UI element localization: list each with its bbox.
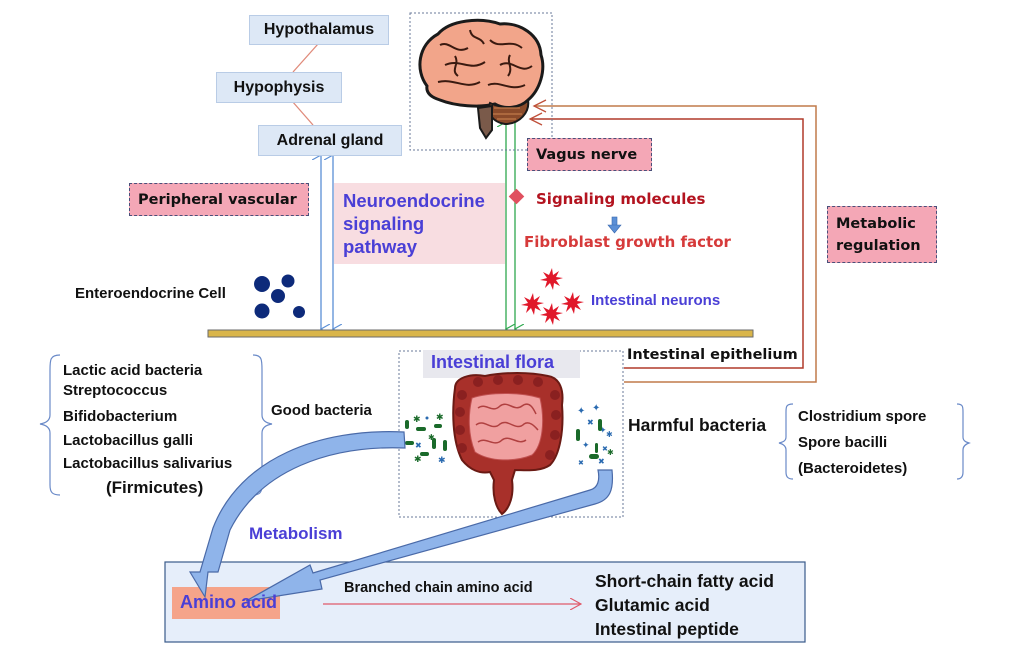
svg-text:✱: ✱: [606, 430, 613, 439]
svg-text:✦: ✦: [582, 440, 590, 450]
metabolic-arrowhead-outer: [532, 99, 547, 113]
fibroblast-growth-factor-label: Fibroblast growth factor: [524, 233, 731, 251]
branched-chain-label: Branched chain amino acid: [344, 580, 533, 596]
intestinal-flora-label: Intestinal flora: [431, 352, 555, 372]
neuroendocrine-panel: [334, 183, 505, 264]
good-bacteria-list: Lactic acid bacteria Streptococcus Bifid…: [63, 361, 232, 499]
brain-icon: [418, 18, 545, 140]
neuroendocrine-line-2: signaling: [343, 213, 425, 234]
harmful-bacteria-label: Harmful bacteria: [628, 415, 767, 435]
svg-text:✖: ✖: [587, 418, 594, 427]
good-bacteria-icon: ✱ ✱ ✱ ✱ ✖ ✱: [405, 412, 447, 465]
svg-text:✦: ✦: [592, 403, 600, 414]
metabolic-loop-inner: [530, 118, 804, 369]
good-bacteria-metabolism-arrow: [188, 431, 406, 599]
svg-text:✱: ✱: [428, 433, 435, 442]
hpa-connector-1: [292, 43, 319, 73]
harmful-bacteria-brace-right: [956, 403, 971, 480]
svg-text:✱: ✱: [413, 414, 421, 424]
peripheral-vascular-label: Peripheral vascular: [138, 191, 297, 208]
neuroendocrine-pathway-label: Neuroendocrine signaling pathway: [343, 189, 485, 258]
metabolic-regulation-label-line1: Metabolic: [836, 215, 916, 232]
metabolite-product-item: Glutamic acid: [595, 595, 710, 615]
metabolic-regulation-label-line2: regulation: [836, 237, 921, 254]
good-bacteria-brace-left: [39, 354, 61, 496]
harmful-bacteria-item: (Bacteroidetes): [798, 460, 908, 477]
adrenal-gland-box: Adrenal gland: [258, 125, 402, 156]
harmful-bacteria-item: Clostridium spore: [798, 408, 927, 425]
metabolite-products-list: Short-chain fatty acid Glutamic acid Int…: [595, 569, 774, 641]
good-bacteria-item: Bifidobacterium: [63, 408, 178, 425]
svg-text:✦: ✦: [577, 406, 585, 417]
enteroendocrine-cell-label: Enteroendocrine Cell: [75, 285, 226, 302]
good-bacteria-item: Lactobacillus galli: [63, 431, 194, 449]
harmful-bacteria-item: Spore bacilli: [798, 434, 888, 451]
svg-text:✱: ✱: [607, 448, 614, 457]
metabolic-loop-outer: [534, 105, 817, 383]
svg-text:✱: ✱: [436, 412, 444, 422]
hypophysis-box: Hypophysis: [216, 72, 342, 103]
good-bacteria-item: Lactobacillus salivarius: [63, 455, 233, 472]
svg-text:✱: ✱: [414, 454, 422, 464]
amino-acid-label: Amino acid: [180, 592, 278, 612]
down-arrow-icon: [607, 216, 622, 234]
metabolic-regulation-box: Metabolic regulation: [827, 206, 937, 263]
hpa-connector-2: [291, 100, 314, 126]
peripheral-vascular-box: Peripheral vascular: [129, 183, 309, 216]
signaling-molecules-label: Signaling molecules: [536, 190, 706, 208]
neuroendocrine-line-3: pathway: [343, 236, 418, 257]
intestinal-neurons-icon: [521, 268, 584, 325]
vagus-nerve-box: Vagus nerve: [527, 138, 652, 171]
intestinal-neurons-label: Intestinal neurons: [591, 292, 721, 309]
metabolite-product-item: Short-chain fatty acid: [595, 571, 774, 591]
harmful-bacteria-brace-left: [778, 403, 794, 480]
brain-frame: [409, 12, 553, 151]
harmful-bacteria-list: Clostridium spore Spore bacilli (Bactero…: [798, 404, 926, 482]
metabolic-arrowhead-inner: [528, 112, 543, 126]
harmful-bacteria-metabolism-arrow: [245, 469, 614, 602]
svg-text:✖: ✖: [578, 460, 584, 467]
intestinal-epithelium-bar: [207, 329, 754, 338]
vagus-nerve-label: Vagus nerve: [536, 146, 638, 163]
hypothalamus-label: Hypothalamus: [263, 21, 375, 38]
harmful-bacteria-icon: ✦ ✦ ✖ ✦ ✦ ✱ ✖ ✖ ✖ ✱: [576, 403, 614, 467]
svg-text:✦: ✦: [599, 425, 607, 435]
good-bacteria-label: Good bacteria: [271, 402, 372, 419]
good-bacteria-item: Lactic acid bacteria: [63, 362, 203, 379]
enteroendocrine-cell-icon: [254, 274, 305, 319]
svg-text:✖: ✖: [415, 441, 422, 450]
metabolite-product-item: Intestinal peptide: [595, 619, 739, 639]
neuroendocrine-line-1: Neuroendocrine: [343, 190, 485, 211]
signaling-diamond-icon: [508, 188, 525, 205]
intestinal-epithelium-label: Intestinal epithelium: [627, 347, 798, 363]
svg-text:✖: ✖: [602, 446, 608, 453]
svg-text:✱: ✱: [438, 455, 446, 465]
good-bacteria-item: Streptococcus: [63, 382, 168, 399]
adrenal-gland-label: Adrenal gland: [276, 131, 384, 149]
hypophysis-label: Hypophysis: [233, 78, 325, 96]
hypothalamus-box: Hypothalamus: [249, 15, 389, 45]
good-bacteria-phylum: (Firmicutes): [106, 477, 204, 497]
svg-text:✖: ✖: [598, 457, 605, 466]
intestine-icon: [452, 372, 564, 516]
metabolism-label: Metabolism: [249, 524, 343, 543]
